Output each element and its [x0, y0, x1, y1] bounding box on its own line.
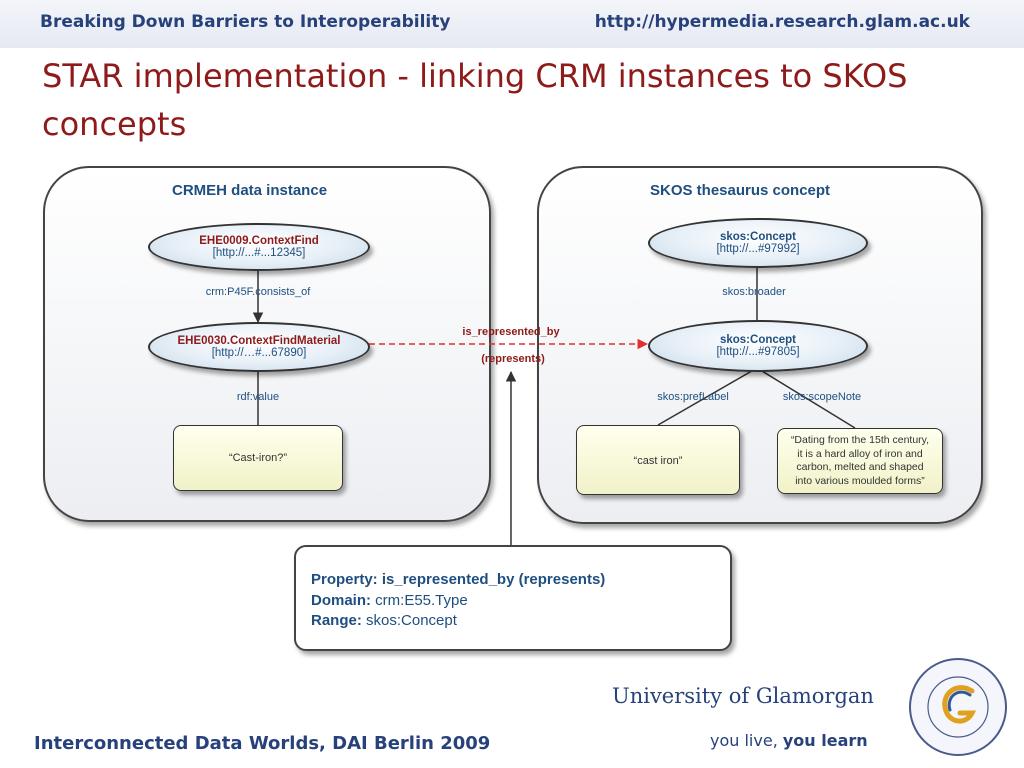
node-skos-concept-97992-uri: [http://...#97992]	[716, 243, 800, 255]
node-contextfindmaterial-name: EHE0030.ContextFindMaterial	[177, 335, 341, 347]
domain-line: Domain: crm:E55.Type	[311, 592, 468, 609]
scope-note-line-2: it is a hard alloy of iron and	[797, 447, 923, 460]
range-label: Range:	[311, 612, 362, 629]
tagline-part-b: you learn	[782, 731, 868, 750]
literal-cast-iron: “cast iron”	[576, 425, 740, 495]
edge-preflabel-label: skos:prefLabel	[657, 391, 729, 403]
range-value: skos:Concept	[366, 612, 457, 629]
university-name: University of Glamorgan	[612, 684, 874, 708]
node-skos-concept-97992: skos:Concept [http://...#97992]	[648, 218, 868, 268]
node-contextfind-uri: [http://...#...12345]	[212, 247, 306, 259]
scope-note-line-3: carbon, melted and shaped	[796, 461, 924, 473]
edge-scopenote-label: skos:scopeNote	[782, 391, 862, 403]
range-line: Range: skos:Concept	[311, 612, 457, 629]
university-tagline: you live, you learn	[710, 731, 868, 750]
slide-header: Breaking Down Barriers to Interoperabili…	[0, 0, 1024, 48]
node-contextfind-name: EHE0009.ContextFind	[199, 235, 319, 247]
skos-panel-title: SKOS thesaurus concept	[650, 182, 831, 199]
scope-note-line-4: into various moulded forms”	[795, 474, 925, 487]
node-skos-concept-97805-name: skos:Concept	[719, 334, 797, 346]
literal-cast-iron-text: “cast iron”	[633, 455, 683, 467]
slide-title: STAR implementation - linking CRM instan…	[42, 57, 908, 143]
literal-scope-note: “Dating from the 15th century, it is a h…	[777, 428, 943, 494]
node-skos-concept-97805-uri: [http://...#97805]	[716, 346, 800, 358]
footer-event: Interconnected Data Worlds, DAI Berlin 2…	[34, 733, 491, 754]
literal-cast-iron-query-text: “Cast-iron?”	[228, 452, 288, 464]
header-title: Breaking Down Barriers to Interoperabili…	[40, 12, 451, 32]
edge-rdf-value-label: rdf:value	[236, 391, 280, 403]
edge-consists-of-label: crm:P45F.consists_of	[205, 286, 311, 298]
crmeh-panel-title: CRMEH data instance	[172, 182, 328, 199]
scope-note-line-1: “Dating from the 15th century,	[790, 434, 930, 446]
node-contextfind: EHE0009.ContextFind [http://...#...12345…	[148, 223, 370, 271]
university-seal-logo	[909, 658, 1007, 756]
node-skos-concept-97805: skos:Concept [http://...#97805]	[648, 320, 868, 372]
domain-value: crm:E55.Type	[375, 592, 468, 609]
link-label: is_represented_by	[462, 326, 560, 338]
node-contextfindmaterial-uri: [http://…#...67890]	[211, 347, 307, 359]
property-line: Property: is_represented_by (represents)	[311, 571, 606, 588]
domain-label: Domain:	[311, 592, 371, 609]
literal-cast-iron-query: “Cast-iron?”	[173, 425, 343, 491]
node-contextfindmaterial: EHE0030.ContextFindMaterial [http://…#..…	[148, 322, 370, 372]
tagline-part-a: you live,	[710, 731, 783, 750]
edge-broader-label: skos:broader	[722, 286, 786, 298]
property-box: Property: is_represented_by (represents)…	[294, 545, 732, 651]
node-skos-concept-97992-name: skos:Concept	[719, 231, 797, 243]
header-url: http://hypermedia.research.glam.ac.uk	[594, 12, 970, 32]
link-sublabel: (represents)	[481, 353, 545, 365]
